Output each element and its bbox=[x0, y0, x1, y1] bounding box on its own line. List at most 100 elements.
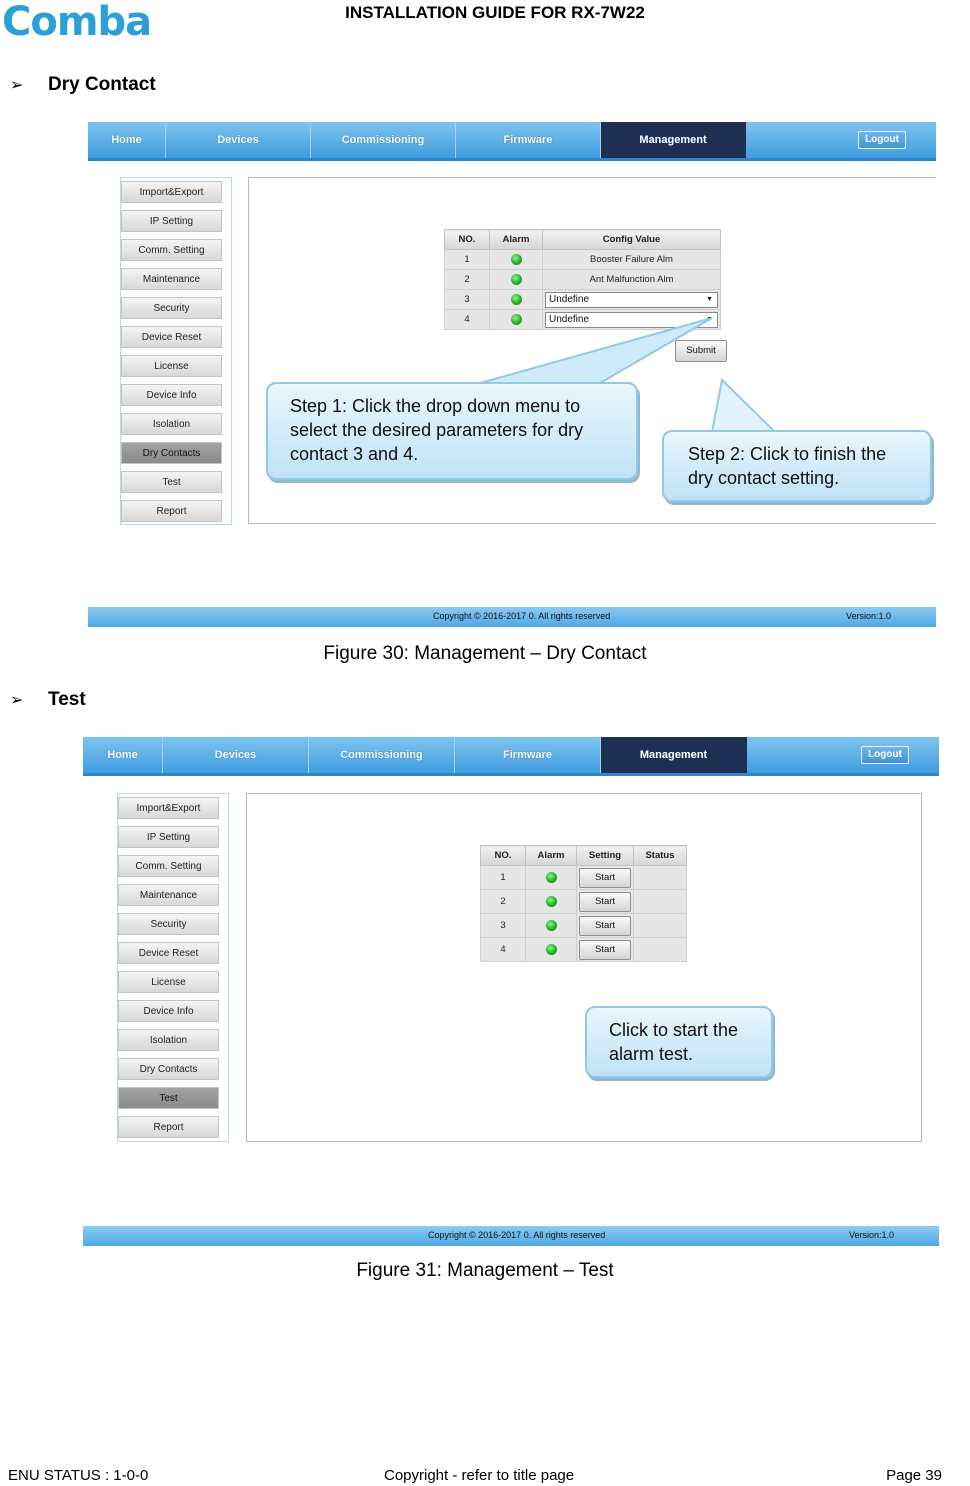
submit-button[interactable]: Submit bbox=[675, 340, 727, 362]
table-row: 2 Start bbox=[480, 889, 687, 914]
sidebar-item-report[interactable]: Report bbox=[118, 1116, 219, 1138]
comba-logo: Comba bbox=[2, 0, 152, 45]
nav-tab-commissioning[interactable]: Commissioning bbox=[311, 122, 456, 158]
nav-tab-home[interactable]: Home bbox=[83, 737, 163, 773]
nav-tab-firmware[interactable]: Firmware bbox=[455, 737, 601, 773]
col-header-config-value: Config Value bbox=[542, 229, 721, 250]
sidebar-item-isolation[interactable]: Isolation bbox=[118, 1029, 219, 1051]
config-select-3[interactable]: Undefine▼ bbox=[545, 291, 718, 308]
sidebar-item-ip-setting[interactable]: IP Setting bbox=[118, 826, 219, 848]
callout-pointer-step1 bbox=[479, 317, 713, 384]
alarm-led-icon bbox=[510, 313, 522, 325]
status-cell bbox=[633, 889, 687, 914]
row-number: 4 bbox=[444, 309, 490, 330]
row-number: 2 bbox=[480, 889, 526, 914]
nav-tab-management[interactable]: Management bbox=[601, 737, 747, 773]
start-button-1[interactable]: Start bbox=[579, 867, 631, 888]
nav-tab-firmware[interactable]: Firmware bbox=[456, 122, 601, 158]
row-number: 1 bbox=[480, 865, 526, 890]
test-table: NO. Alarm Setting Status 1 Start 2 Start… bbox=[480, 845, 687, 962]
document-title: INSTALLATION GUIDE FOR RX-7W22 bbox=[345, 3, 645, 22]
row-number: 3 bbox=[480, 913, 526, 938]
col-header-alarm: Alarm bbox=[525, 845, 577, 866]
dry-contact-table: NO. Alarm Config Value 1 Booster Failure… bbox=[444, 229, 721, 330]
start-button-3[interactable]: Start bbox=[579, 915, 631, 936]
section-heading-dry-contact: ➢Dry Contact bbox=[10, 74, 156, 95]
sidebar-item-license[interactable]: License bbox=[121, 355, 222, 377]
sidebar-item-test[interactable]: Test bbox=[121, 471, 222, 493]
status-cell bbox=[633, 865, 687, 890]
table-row: 2 Ant Malfunction Alm bbox=[444, 269, 721, 290]
col-header-setting: Setting bbox=[576, 845, 634, 866]
dropdown-triangle-icon: ▼ bbox=[706, 295, 713, 303]
callout-step2: Step 2: Click to finish the dry contact … bbox=[662, 430, 932, 502]
table-row: 4 Start bbox=[480, 937, 687, 962]
sidebar-item-test[interactable]: Test bbox=[118, 1087, 219, 1109]
sidebar: Import&Export IP Setting Comm. Setting M… bbox=[117, 793, 229, 1142]
status-footbar: Copyright © 2016-2017 0. All rights rese… bbox=[83, 1226, 939, 1246]
footer-page-number: Page 39 bbox=[886, 1467, 942, 1484]
alarm-led-icon bbox=[510, 253, 522, 265]
col-header-no: NO. bbox=[444, 229, 490, 250]
sidebar-item-device-reset[interactable]: Device Reset bbox=[121, 326, 222, 348]
table-row: 4 Undefine▼ bbox=[444, 309, 721, 330]
footbar-copyright: Copyright © 2016-2017 0. All rights rese… bbox=[433, 611, 611, 621]
sidebar: Import&Export IP Setting Comm. Setting M… bbox=[120, 177, 232, 525]
arrow-bullet-icon: ➢ bbox=[10, 75, 24, 94]
sidebar-item-device-reset[interactable]: Device Reset bbox=[118, 942, 219, 964]
status-footbar: Copyright © 2016-2017 0. All rights rese… bbox=[88, 607, 936, 627]
logout-button[interactable]: Logout bbox=[861, 746, 909, 764]
sidebar-item-dry-contacts[interactable]: Dry Contacts bbox=[118, 1058, 219, 1080]
figure-caption-31: Figure 31: Management – Test bbox=[356, 1260, 614, 1281]
sidebar-item-security[interactable]: Security bbox=[118, 913, 219, 935]
start-button-4[interactable]: Start bbox=[579, 939, 631, 960]
footer-copyright: Copyright - refer to title page bbox=[384, 1467, 575, 1484]
col-header-no: NO. bbox=[480, 845, 526, 866]
col-header-status: Status bbox=[633, 845, 687, 866]
table-row: 1 Booster Failure Alm bbox=[444, 249, 721, 270]
alarm-led-icon bbox=[510, 273, 522, 285]
status-cell bbox=[633, 913, 687, 938]
footbar-version: Version:1.0 bbox=[845, 611, 891, 621]
alarm-led-icon bbox=[510, 293, 522, 305]
sidebar-item-ip-setting[interactable]: IP Setting bbox=[121, 210, 222, 232]
arrow-bullet-icon: ➢ bbox=[10, 690, 24, 709]
sidebar-item-report[interactable]: Report bbox=[121, 500, 222, 522]
footer-status: ENU STATUS : 1-0-0 bbox=[8, 1467, 149, 1484]
row-number: 4 bbox=[480, 937, 526, 962]
table-row: 1 Start bbox=[480, 865, 687, 890]
sidebar-item-comm-setting[interactable]: Comm. Setting bbox=[118, 855, 219, 877]
sidebar-item-dry-contacts[interactable]: Dry Contacts bbox=[121, 442, 222, 464]
nav-tab-commissioning[interactable]: Commissioning bbox=[309, 737, 455, 773]
top-nav: Home Devices Commissioning Firmware Mana… bbox=[83, 737, 939, 776]
sidebar-item-device-info[interactable]: Device Info bbox=[121, 384, 222, 406]
nav-tab-devices[interactable]: Devices bbox=[163, 737, 309, 773]
top-nav: Home Devices Commissioning Firmware Mana… bbox=[88, 122, 936, 161]
callout-step1: Step 1: Click the drop down menu to sele… bbox=[266, 382, 638, 480]
nav-tab-devices[interactable]: Devices bbox=[166, 122, 311, 158]
sidebar-item-security[interactable]: Security bbox=[121, 297, 222, 319]
alarm-led-icon bbox=[545, 871, 557, 883]
screenshot-test: Home Devices Commissioning Firmware Mana… bbox=[83, 737, 939, 1246]
callout-test: Click to start the alarm test. bbox=[585, 1006, 773, 1078]
alarm-led-icon bbox=[545, 895, 557, 907]
callout-pointer-step2 bbox=[710, 377, 778, 433]
sidebar-item-comm-setting[interactable]: Comm. Setting bbox=[121, 239, 222, 261]
sidebar-item-import-export[interactable]: Import&Export bbox=[121, 181, 222, 203]
footbar-copyright: Copyright © 2016-2017 0. All rights rese… bbox=[428, 1230, 606, 1240]
section-heading-test: ➢Test bbox=[10, 689, 86, 710]
sidebar-item-maintenance[interactable]: Maintenance bbox=[121, 268, 222, 290]
sidebar-item-import-export[interactable]: Import&Export bbox=[118, 797, 219, 819]
status-cell bbox=[633, 937, 687, 962]
config-value: Ant Malfunction Alm bbox=[542, 269, 721, 290]
row-number: 3 bbox=[444, 289, 490, 310]
figure-caption-30: Figure 30: Management – Dry Contact bbox=[323, 643, 647, 664]
sidebar-item-isolation[interactable]: Isolation bbox=[121, 413, 222, 435]
nav-tab-home[interactable]: Home bbox=[88, 122, 166, 158]
logout-button[interactable]: Logout bbox=[858, 131, 906, 149]
nav-tab-management[interactable]: Management bbox=[601, 122, 746, 158]
sidebar-item-device-info[interactable]: Device Info bbox=[118, 1000, 219, 1022]
start-button-2[interactable]: Start bbox=[579, 891, 631, 912]
sidebar-item-maintenance[interactable]: Maintenance bbox=[118, 884, 219, 906]
sidebar-item-license[interactable]: License bbox=[118, 971, 219, 993]
